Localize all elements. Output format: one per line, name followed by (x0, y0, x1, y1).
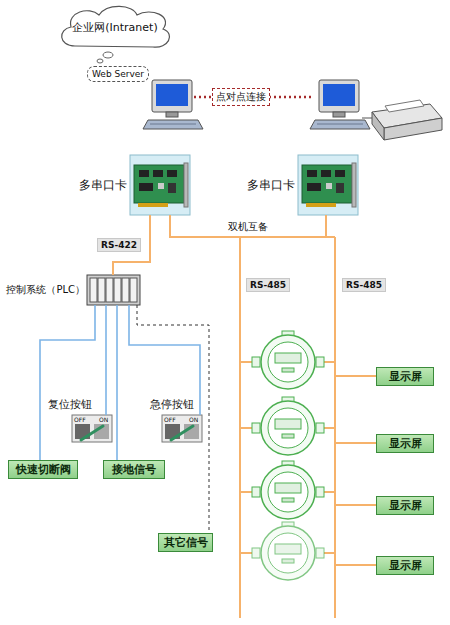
serial-card: 多串口卡 (130, 155, 190, 215)
instrument (252, 461, 324, 519)
computer (310, 80, 370, 129)
node-text: 复位按钮 (48, 397, 92, 412)
display-box: 显示屏 (376, 434, 434, 453)
serial-card (130, 155, 190, 215)
instrument (252, 331, 324, 389)
node-text: 企业网(Intranet) (72, 20, 157, 35)
instrument (252, 522, 324, 580)
switch-label: OFF (164, 416, 176, 423)
node-text: 显示屏 (389, 558, 422, 573)
node-text: 急停按钮 (150, 397, 194, 412)
cloud-bubble (97, 59, 103, 63)
signal-box: 接地信号 (103, 460, 165, 479)
link-label: 点对点连接 (212, 88, 270, 106)
node-text: 多串口卡 (79, 177, 127, 194)
node-text: 显示屏 (389, 498, 422, 513)
connector (170, 215, 326, 237)
edge-label: 双机互备 (226, 220, 270, 234)
display-box: 显示屏 (376, 556, 434, 575)
plc-box: 控制系统（PLC） (87, 275, 140, 305)
node-text: 控制系统（PLC） (6, 283, 85, 297)
node-text: Web Server (92, 69, 144, 79)
bus-label: RS-485 (342, 278, 386, 292)
server-box: Web Server (87, 66, 149, 82)
node-text: 其它信号 (164, 535, 208, 550)
node-text: 接地信号 (112, 462, 156, 477)
switch-label: ON (189, 416, 198, 423)
connector (116, 305, 118, 460)
printer (362, 100, 442, 140)
network-cloud: 企业网(Intranet) (55, 4, 175, 50)
computer (143, 80, 203, 129)
cloud-bubble (103, 52, 113, 58)
rs485-bus (240, 237, 376, 618)
plc-rack (87, 275, 140, 305)
signal-box: 快速切断阀 (8, 460, 78, 479)
bus-label: RS-422 (97, 238, 141, 252)
signal-box: 其它信号 (158, 533, 213, 552)
switch-symbol (162, 415, 202, 442)
node-text: 显示屏 (389, 369, 422, 384)
node-text: 显示屏 (389, 436, 422, 451)
display-box: 显示屏 (376, 496, 434, 515)
connector (105, 305, 107, 415)
serial-card (298, 155, 358, 215)
bus-label: RS-485 (246, 278, 290, 292)
connector (40, 305, 95, 460)
instrument (252, 397, 324, 455)
switch-symbol (72, 415, 112, 442)
node-text: 快速切断阀 (16, 462, 71, 477)
display-box: 显示屏 (376, 367, 434, 386)
serial-card: 多串口卡 (298, 155, 358, 215)
switch-label: OFF (74, 416, 86, 423)
connector (137, 305, 209, 533)
connector (129, 305, 200, 415)
switch-label: ON (99, 416, 108, 423)
node-text: 多串口卡 (247, 177, 295, 194)
